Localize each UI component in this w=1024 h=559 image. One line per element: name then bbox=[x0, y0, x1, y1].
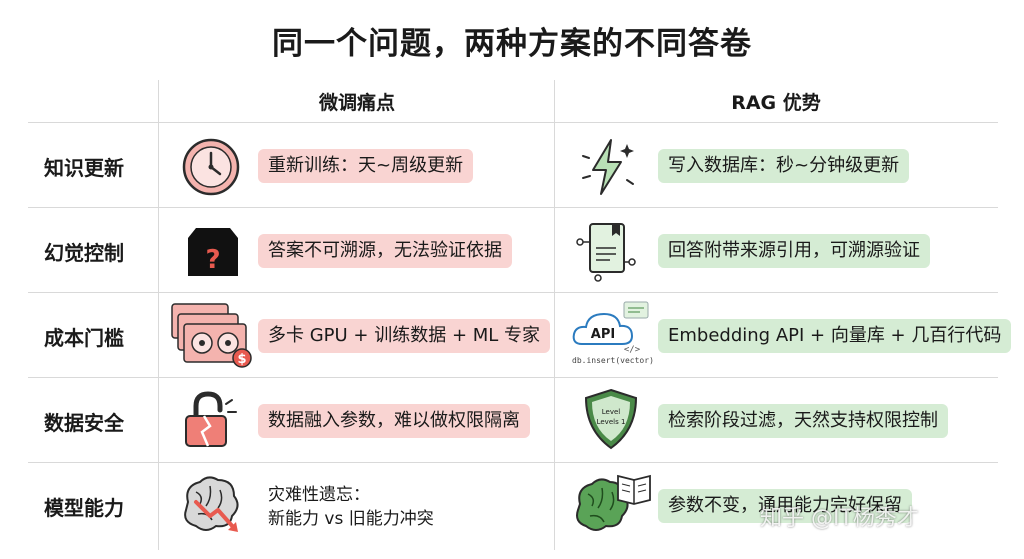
column-header-rag: RAG 优势 bbox=[731, 92, 821, 114]
api-cloud-icon: API </> db.insert(vector) bbox=[568, 300, 654, 370]
pain-line: 灾难性遗忘： bbox=[268, 485, 370, 505]
shield-label: Level bbox=[602, 408, 621, 416]
grid-line bbox=[554, 80, 555, 550]
shield-label: Levels 1 bbox=[597, 418, 626, 426]
broken-lock-icon bbox=[178, 388, 244, 454]
code-caption: db.insert(vector) bbox=[572, 356, 654, 365]
grid-line bbox=[158, 80, 159, 550]
row-label: 知识更新 bbox=[44, 156, 124, 180]
brain-book-icon bbox=[572, 470, 652, 542]
svg-text:</>: </> bbox=[624, 345, 641, 355]
gpu-cards-icon: $ bbox=[168, 298, 254, 370]
grid-line bbox=[28, 207, 998, 208]
svg-text:$: $ bbox=[237, 352, 246, 367]
svg-text:?: ? bbox=[205, 245, 220, 275]
brain-decline-icon bbox=[176, 472, 246, 542]
shield-levels-icon: Level Levels 1 bbox=[578, 386, 644, 452]
document-citation-icon bbox=[572, 218, 638, 284]
grid-line bbox=[28, 377, 998, 378]
watermark: 知乎 @IT杨秀才 bbox=[760, 506, 919, 531]
grid-line bbox=[28, 122, 998, 123]
rag-advantage: 回答附带来源引用，可溯源验证 bbox=[658, 234, 930, 268]
finetune-pain-point: 数据融入参数，难以做权限隔离 bbox=[258, 404, 530, 438]
column-header-finetune: 微调痛点 bbox=[318, 92, 395, 114]
grid-line bbox=[28, 292, 998, 293]
row-label: 模型能力 bbox=[44, 496, 124, 520]
pain-line: 新能力 vs 旧能力冲突 bbox=[268, 509, 434, 529]
clock-icon bbox=[178, 134, 244, 200]
question-box-icon: ? bbox=[180, 220, 246, 286]
finetune-pain-point: 多卡 GPU + 训练数据 + ML 专家 bbox=[258, 319, 551, 353]
row-label: 幻觉控制 bbox=[44, 241, 124, 265]
rag-advantage: 检索阶段过滤，天然支持权限控制 bbox=[658, 404, 948, 438]
row-label: 成本门槛 bbox=[44, 326, 124, 350]
lightning-icon bbox=[575, 134, 641, 200]
page-title: 同一个问题，两种方案的不同答卷 bbox=[272, 26, 752, 62]
finetune-pain-point: 答案不可溯源，无法验证依据 bbox=[258, 234, 512, 268]
finetune-pain-point: 灾难性遗忘： 新能力 vs 旧能力冲突 bbox=[268, 483, 434, 531]
grid-line bbox=[28, 462, 998, 463]
rag-advantage: Embedding API + 向量库 + 几百行代码 bbox=[658, 319, 1012, 353]
rag-advantage: 参数不变，通用能力完好保留 bbox=[658, 489, 912, 523]
rag-advantage: 写入数据库：秒~分钟级更新 bbox=[658, 149, 910, 183]
svg-text:API: API bbox=[591, 327, 615, 342]
finetune-pain-point: 重新训练：天~周级更新 bbox=[258, 149, 474, 183]
row-label: 数据安全 bbox=[44, 411, 124, 435]
